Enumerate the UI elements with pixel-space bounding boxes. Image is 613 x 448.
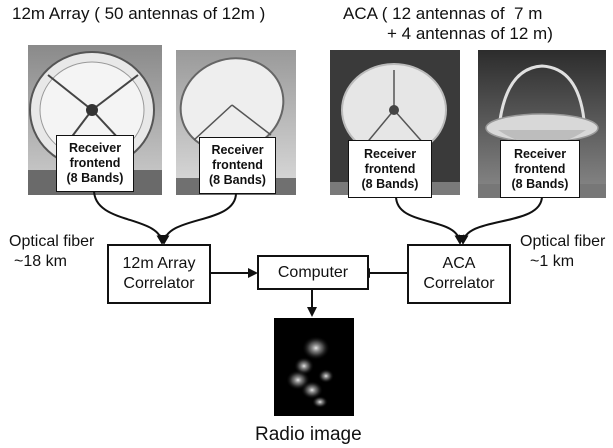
receiver-label-line3: (8 Bands) (361, 176, 419, 191)
aca-title-line1: ACA ( 12 antennas of 7 m (343, 4, 543, 23)
aca-correlator-box: ACA Correlator (407, 244, 511, 304)
receiver-frontend-box-4: Receiver frontend (8 Bands) (500, 140, 580, 198)
aca-title-line2: + 4 antennas of 12 m) (387, 24, 553, 43)
receiver-label-line2: frontend (69, 156, 121, 170)
receiver-label-line2: frontend (364, 161, 416, 176)
radio-image-label: Radio image (255, 424, 362, 445)
left-optical-fiber-label: Optical fiber ~18 km (9, 232, 94, 272)
receiver-frontend-box-2: Receiver frontend (8 Bands) (199, 137, 276, 194)
twelve-m-array-correlator-box: 12m Array Correlator (107, 244, 211, 304)
receiver-label-line1: Receiver (211, 143, 264, 157)
left-fiber-line2: ~18 km (14, 253, 67, 270)
correlator-12m-line2: Correlator (123, 275, 195, 292)
receiver-label-line3: (8 Bands) (511, 176, 569, 191)
right-optical-fiber-label: Optical fiber ~1 km (520, 232, 605, 272)
right-fiber-line1: Optical fiber (520, 233, 606, 250)
computer-box: Computer (257, 255, 369, 290)
correlator-aca-line1: ACA (442, 255, 476, 272)
twelve-m-array-title: 12m Array ( 50 antennas of 12m ) (12, 4, 266, 23)
right-fiber-line2: ~1 km (530, 253, 575, 270)
receiver-frontend-box-1: Receiver frontend (8 Bands) (56, 135, 134, 192)
receiver-label-line3: (8 Bands) (209, 173, 266, 187)
left-fiber-line1: Optical fiber (9, 233, 95, 250)
receiver-label-line2: frontend (212, 158, 263, 172)
correlator-aca-line2: Correlator (423, 275, 495, 292)
receiver-label-line1: Receiver (363, 146, 417, 161)
receiver-label-line1: Receiver (513, 146, 567, 161)
computer-label: Computer (277, 263, 349, 281)
receiver-label-line2: frontend (514, 161, 566, 176)
correlator-12m-line1: 12m Array (122, 255, 196, 272)
radio-image (274, 318, 354, 416)
receiver-frontend-box-3: Receiver frontend (8 Bands) (348, 140, 432, 198)
receiver-label-line3: (8 Bands) (66, 171, 124, 185)
receiver-label-line1: Receiver (68, 141, 122, 155)
